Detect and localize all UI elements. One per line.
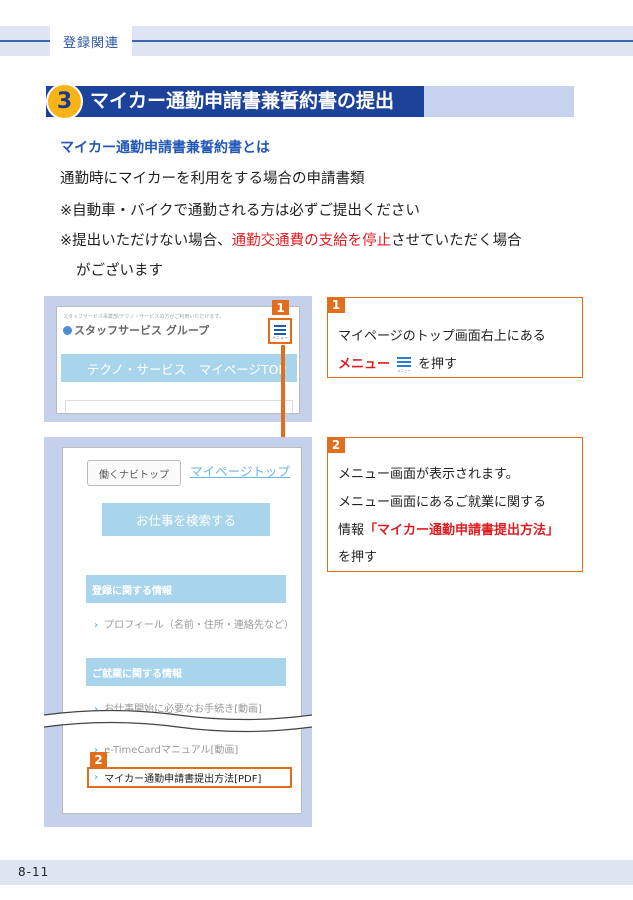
intro-line-1: 通勤時にマイカーを利用をする場合の申請書類: [60, 171, 365, 187]
callout-step-2: 2 メニュー画面が表示されます。 メニュー画面にあるご就業に関する 情報「マイカ…: [327, 437, 583, 572]
mypage-top-link[interactable]: マイページトップ: [190, 464, 290, 479]
footer-band: [0, 860, 633, 885]
callout-2-line-3: 情報「マイカー通勤申請書提出方法」: [338, 523, 560, 538]
hamburger-menu-icon: メニュー: [396, 355, 412, 373]
callout-1-menu-label: メニュー: [338, 357, 391, 372]
chevron-right-icon: ›: [94, 772, 99, 783]
step-1-badge: 1: [272, 300, 289, 315]
section-heading-dark: [46, 86, 424, 117]
category-employment: ご就業に関する情報: [86, 658, 286, 686]
screenshot-mypage-top: スタッフサービス事業部/テクノ・サービスの方がご利用いただけます。 スタッフサー…: [56, 306, 300, 414]
callout-1-line-2: メニューメニューを押す: [338, 355, 458, 373]
category-registration: 登録に関する情報: [86, 575, 286, 603]
step-2-badge: 2: [90, 752, 107, 767]
callout-step-1: 1 マイページのトップ画面右上にある メニューメニューを押す: [327, 297, 583, 378]
intro-line-3: ※提出いただけない場合、通勤交通費の支給を停止させていただく場合: [60, 229, 522, 250]
callout-1-line-1: マイページのトップ画面右上にある: [338, 329, 546, 344]
header-rule: [0, 40, 633, 42]
callout-2-highlight: 「マイカー通勤申請書提出方法」: [364, 523, 560, 538]
flow-arrow-line: [281, 345, 285, 442]
intro-line-4: がございます: [76, 263, 163, 279]
intro-line-3-prefix: ※提出いただけない場合、: [60, 233, 232, 249]
callout-2-line-2: メニュー画面にあるご就業に関する: [338, 495, 547, 510]
intro-subheading: マイカー通勤申請書兼誓約書とは: [60, 140, 270, 156]
logo-mark-icon: [63, 326, 72, 335]
section-number-badge: 3: [46, 83, 83, 120]
intro-line-3-warning: 通勤交通費の支給を停止: [231, 233, 392, 249]
section-title: マイカー通勤申請書兼誓約書の提出: [90, 90, 395, 112]
page-number: 8-11: [18, 865, 50, 879]
chevron-right-icon: ›: [94, 704, 99, 715]
content-card-edge: [65, 400, 293, 413]
site-notice: スタッフサービス事業部/テクノ・サービスの方がご利用いただけます。: [63, 314, 224, 320]
staff-service-logo: スタッフサービス グループ: [63, 322, 209, 338]
menu-icon[interactable]: メニュー: [268, 318, 292, 344]
callout-2-line-4: を押す: [338, 550, 378, 565]
intro-line-3-suffix: させていただく場合: [391, 233, 522, 249]
mypage-top-bar: テクノ・サービス マイページTOP: [61, 354, 297, 382]
menu-item-etimecard[interactable]: ›e-TimeCardマニュアル[動画]: [94, 745, 239, 756]
callout-1-badge: 1: [327, 297, 345, 313]
intro-line-2: ※自動車・バイクで通勤される方は必ずご提出ください: [60, 203, 420, 219]
menu-item-profile[interactable]: ›プロフィール（名前・住所・連絡先など）: [94, 620, 294, 631]
menu-item-procedure[interactable]: ›お仕事開始に必要なお手続き[動画]: [94, 704, 262, 715]
callout-2-line-1: メニュー画面が表示されます。: [338, 467, 519, 482]
navi-top-button[interactable]: 働くナビトップ: [87, 460, 181, 486]
chevron-right-icon: ›: [94, 620, 99, 631]
menu-item-mycar-pdf[interactable]: ›マイカー通勤申請書提出方法[PDF]: [87, 767, 292, 788]
omission-wave: [44, 709, 312, 733]
chapter-tab: 登録関連: [50, 26, 132, 56]
job-search-button[interactable]: お仕事を検索する: [102, 503, 270, 536]
chevron-right-icon: ›: [94, 745, 99, 756]
callout-2-badge: 2: [327, 437, 345, 453]
